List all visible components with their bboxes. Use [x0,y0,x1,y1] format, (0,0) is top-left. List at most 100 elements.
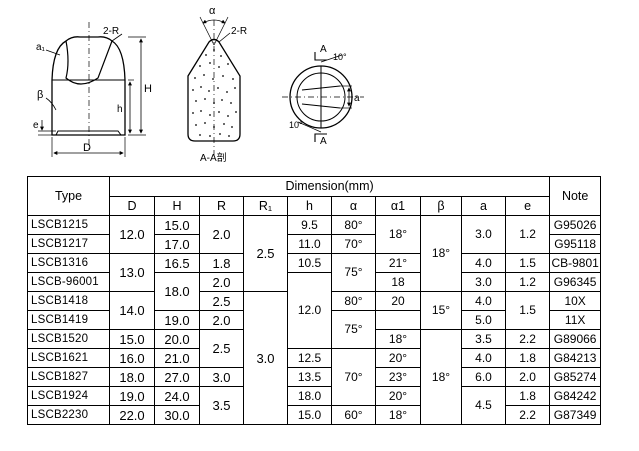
H-cell: 24.0 [154,386,200,406]
alpha1-cell: 18° [375,405,421,425]
alpha1-cell: 20° [375,386,421,406]
alpha1-cell: 18 [375,272,421,292]
a-cell: 6.0 [461,367,506,387]
type-cell: LSCB1621 [27,348,110,368]
H-cell: 15.0 [154,215,200,235]
header-col-a: a [461,196,506,216]
R-cell: 2.0 [199,272,244,292]
R1-cell: 2.5 [243,215,288,292]
h-cell: 12.5 [287,348,332,368]
h-cell: 10.5 [287,253,332,273]
note-cell: G84213 [549,348,602,368]
header-col-e: e [504,196,551,216]
type-cell: LSCB1316 [27,253,110,273]
a-cell: 3.0 [461,215,506,254]
type-cell: LSCB1419 [27,310,110,330]
H-cell: 18.0 [154,272,200,311]
table-row: LSCB1215 12.0 15.0 2.0 2.5 9.5 80° 18° 1… [27,215,602,292]
drawing-label-A-top: A [320,44,327,55]
header-col-alpha: α [331,196,376,216]
alpha-cell: 75° [331,310,376,349]
alpha1-cell [375,310,421,330]
alpha-cell: 80° [331,291,376,311]
D-cell: 15.0 [109,329,155,349]
R-cell: 2.0 [199,310,244,330]
H-cell: 30.0 [154,405,200,425]
H-cell: 17.0 [154,234,200,254]
button-top-view [282,52,364,142]
note-cell: G95118 [549,234,602,254]
header-col-alpha1: α1 [375,196,421,216]
drawing-label-A-bottom: A [320,136,327,147]
H-cell: 16.5 [154,253,200,273]
D-cell: 22.0 [109,405,155,425]
e-cell: 2.2 [504,405,551,425]
alpha-cell: 70° [331,348,376,406]
a-cell: 4.0 [461,291,506,311]
alpha-cell: 70° [331,234,376,254]
drawing-label-10-bottom: 10° [289,120,303,130]
type-cell: LSCB1924 [27,386,110,406]
table-row: LSCB1827 18.0 27.0 3.0 13.5 23° 6.0 2.0 … [27,367,602,387]
drawing-label-beta: β [37,89,43,101]
table-row: LSCB2230 22.0 30.0 15.0 60° 18° 2.2 G873… [27,405,602,425]
h-cell: 9.5 [287,215,332,235]
R-cell: 2.5 [199,291,244,311]
alpha1-cell: 20° [375,348,421,368]
R-cell: 3.0 [199,367,244,387]
drawing-label-2r-right: 2-R [231,26,247,37]
R-cell: 1.8 [199,253,244,273]
section-stipple [192,49,237,137]
header-col-R: R [199,196,244,216]
type-cell: LSCB1217 [27,234,110,254]
h-cell: 13.5 [287,367,332,387]
table-row: LSCB1217 17.0 11.0 70° G95118 [27,234,602,254]
note-cell: G85274 [549,367,602,387]
e-cell: 1.5 [504,291,551,330]
e-cell: 2.2 [504,329,551,349]
a-cell: 4.5 [461,386,506,425]
H-cell: 20.0 [154,329,200,349]
type-cell: LSCB1418 [27,291,110,311]
D-cell: 16.0 [109,348,155,368]
header-dimension: Dimension(mm) [108,176,551,197]
drawing-label-H: H [144,83,152,95]
alpha1-cell: 21° [375,253,421,273]
table-row: LSCB1418 14.0 2.5 3.0 80° 20 15° 4.0 1.5… [27,291,602,425]
H-cell: 27.0 [154,367,200,387]
section-view [187,16,241,158]
a-cell: 4.0 [461,253,506,273]
h-cell: 11.0 [287,234,332,254]
drawing-label-h: h [117,104,123,115]
D-cell: 19.0 [109,386,155,406]
drawing-label-D: D [83,142,91,154]
note-cell: 11X [549,310,602,330]
beta-cell: 15° [420,291,462,330]
beta-cell: 18° [420,329,462,425]
alpha-cell: 60° [331,405,376,425]
a-cell: 3.5 [461,329,506,349]
alpha1-cell: 23° [375,367,421,387]
D-cell: 18.0 [109,367,155,387]
table-row: LSCB1621 16.0 21.0 12.5 70° 20° 4.0 1.8 … [27,348,602,406]
dimension-table: Type Dimension(mm) Note D H R R₁ h α α1 … [27,176,602,425]
alpha-cell: 80° [331,215,376,235]
note-cell: G95026 [549,215,602,235]
e-cell: 1.8 [504,348,551,368]
R-cell: 2.0 [199,215,244,254]
header-note: Note [549,176,602,216]
drawing-label-a: a [354,93,360,104]
a-cell: 4.0 [461,348,506,368]
D-cell: 14.0 [109,291,155,330]
drawing-label-a1: a₁ [36,42,46,53]
e-cell: 1.2 [504,272,551,292]
note-cell: G89066 [549,329,602,349]
h-cell: 18.0 [287,386,332,406]
note-cell: 10X [549,291,602,311]
alpha-cell: 75° [331,253,376,292]
a-cell: 5.0 [461,310,506,330]
header-col-D: D [109,196,155,216]
type-cell: LSCB1520 [27,329,110,349]
header-col-H: H [154,196,200,216]
type-cell: LSCB1215 [27,215,110,235]
